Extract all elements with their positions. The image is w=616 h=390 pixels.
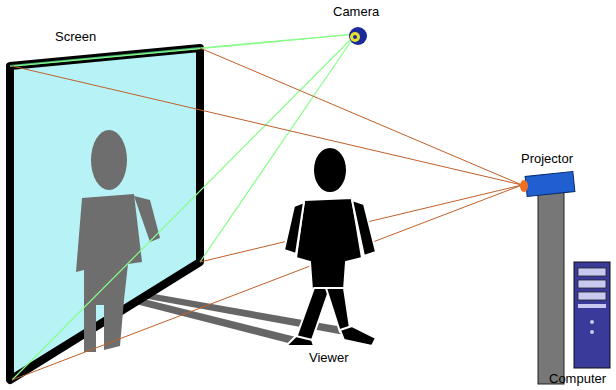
part-label: Screen (55, 30, 96, 44)
viewer-figure (284, 147, 376, 346)
projector-body (525, 172, 575, 197)
floor-shadow (120, 296, 300, 344)
part-label: Camera (333, 5, 379, 19)
projection-lines (12, 48, 522, 380)
part-label: Viewer (309, 351, 349, 365)
part-label: Computer (549, 372, 606, 386)
projector-stand (538, 192, 564, 384)
screen-panel (10, 48, 200, 380)
part-label: Projector (521, 152, 573, 166)
camera-icon (349, 27, 367, 45)
projector-lens (520, 180, 528, 192)
computer-tower (574, 262, 610, 368)
screen-shadow (76, 130, 160, 352)
